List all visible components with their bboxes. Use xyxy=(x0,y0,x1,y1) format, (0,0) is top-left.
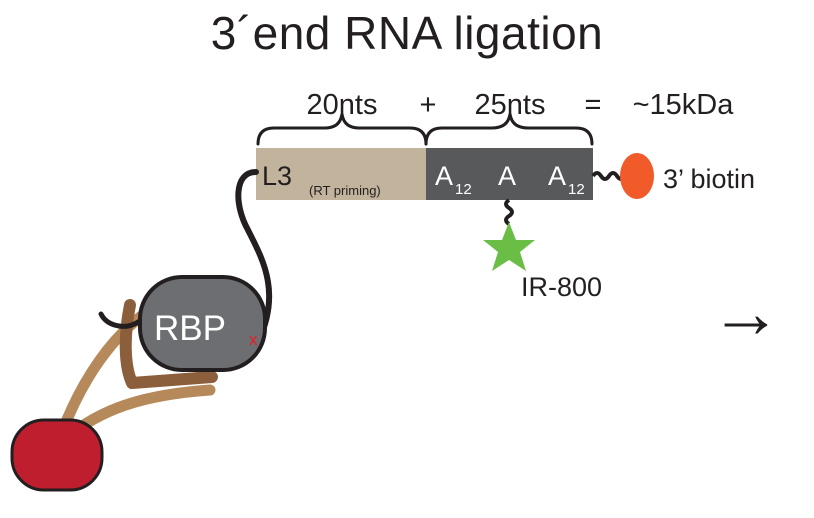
dye-linker xyxy=(504,198,514,226)
total-mass-label: ~15kDa xyxy=(633,89,735,121)
a12-right-subscript: 12 xyxy=(568,181,585,198)
biotin-icon xyxy=(620,153,654,199)
a12-left-subscript: 12 xyxy=(455,181,472,198)
tether-arm-light xyxy=(56,304,156,438)
biotin-linker xyxy=(591,171,627,181)
left-count-label: 20nts xyxy=(307,89,378,121)
rbp-label: RBP xyxy=(154,309,226,348)
star-icon xyxy=(483,222,535,271)
brace-right xyxy=(424,113,594,146)
a12-right-base: A xyxy=(548,161,566,191)
process-arrow-icon: → xyxy=(710,273,782,353)
bead-icon xyxy=(10,418,104,492)
rbp-icon xyxy=(138,275,267,372)
diagram-title: 3´end RNA ligation xyxy=(210,7,604,59)
dye-label: IR-800 xyxy=(521,272,602,302)
right-count-label: 25nts xyxy=(475,89,546,121)
rna-strand xyxy=(235,169,273,345)
l3-label: L3 xyxy=(262,161,292,191)
l3-note: (RT priming) xyxy=(309,183,381,198)
brace-left xyxy=(256,113,428,146)
a-middle-label: A xyxy=(498,161,516,191)
equals-sign: = xyxy=(585,89,602,121)
tether-arm-dark xyxy=(119,299,218,389)
plus-sign: + xyxy=(420,89,437,121)
crosslink-mark: x xyxy=(249,330,258,349)
l3-segment xyxy=(256,148,426,200)
a12-left-base: A xyxy=(435,161,453,191)
polya-segment xyxy=(426,148,593,200)
rna-tail xyxy=(98,311,144,329)
biotin-label: 3’ biotin xyxy=(663,164,755,194)
